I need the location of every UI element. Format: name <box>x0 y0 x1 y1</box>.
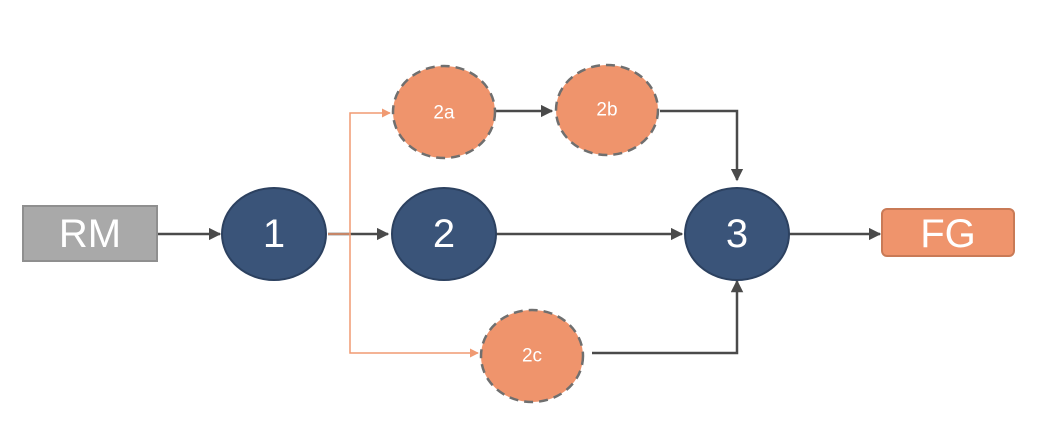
node-2b: 2b <box>554 63 660 157</box>
node-rm-label: RM <box>59 212 121 256</box>
node-rm: RM <box>22 205 158 262</box>
edge-2c-to-3 <box>592 279 744 355</box>
node-2b-label: 2b <box>596 100 617 121</box>
node-fg: FG <box>881 208 1015 257</box>
node-2: 2 <box>391 187 497 281</box>
node-3: 3 <box>684 187 790 281</box>
node-2c: 2c <box>479 308 585 404</box>
connectors <box>157 104 882 358</box>
node-1: 1 <box>221 187 327 281</box>
node-2-label: 2 <box>433 212 455 256</box>
node-fg-label: FG <box>920 212 976 256</box>
edge-2b-to-3 <box>660 109 744 182</box>
node-1-label: 1 <box>263 212 285 256</box>
node-2a: 2a <box>391 64 497 160</box>
node-3-label: 3 <box>726 212 748 256</box>
node-2a-label: 2a <box>433 103 455 124</box>
edge-1-to-2c <box>349 234 479 358</box>
node-2c-label: 2c <box>522 346 542 367</box>
edge-1-to-2a <box>328 108 391 235</box>
